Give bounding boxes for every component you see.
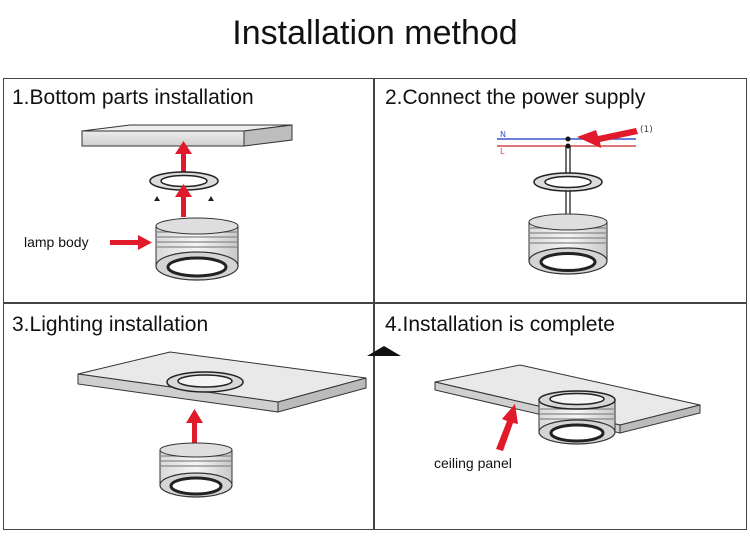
panel-2-callout-arrow (577, 128, 638, 148)
panel-2-lamp-body (528, 213, 608, 275)
grid-divider-horizontal (3, 302, 747, 304)
ceiling-panel-label: ceiling panel (434, 455, 512, 471)
panel-1-title: 1.Bottom parts installation (12, 86, 254, 109)
panel-3-ceiling-board (77, 351, 367, 413)
panel-3-lamp-body (159, 442, 233, 498)
panel-3-title: 3.Lighting installation (12, 313, 209, 336)
panel-4-installed-lamp (538, 390, 616, 445)
panel-3-arrow-up (186, 409, 203, 443)
page-title: Installation method (232, 14, 518, 52)
wire-l-label: L (500, 147, 505, 156)
panel-2-mounting-ring (533, 172, 603, 192)
panel-1-arrow-up-bottom (175, 184, 192, 217)
instruction-grid (3, 78, 747, 530)
divider-marker-icon (367, 346, 401, 356)
panel-1-mounting-ring (149, 171, 219, 201)
panel-1-ceiling-board (81, 124, 293, 147)
lamp-body-label: lamp body (24, 234, 89, 250)
grid-divider-vertical (373, 78, 375, 530)
panel-1-lamp-body-arrow (110, 235, 152, 250)
panel-4-arrow (496, 404, 518, 451)
panel-1-lamp-body (155, 217, 239, 281)
panel-2-title: 2.Connect the power supply (385, 86, 646, 109)
wire-n-label: N (500, 130, 506, 139)
panel-1-arrow-up-top (175, 141, 192, 172)
panel-4-title: 4.Installation is complete (385, 313, 615, 336)
callout-note: (1) (640, 125, 653, 135)
